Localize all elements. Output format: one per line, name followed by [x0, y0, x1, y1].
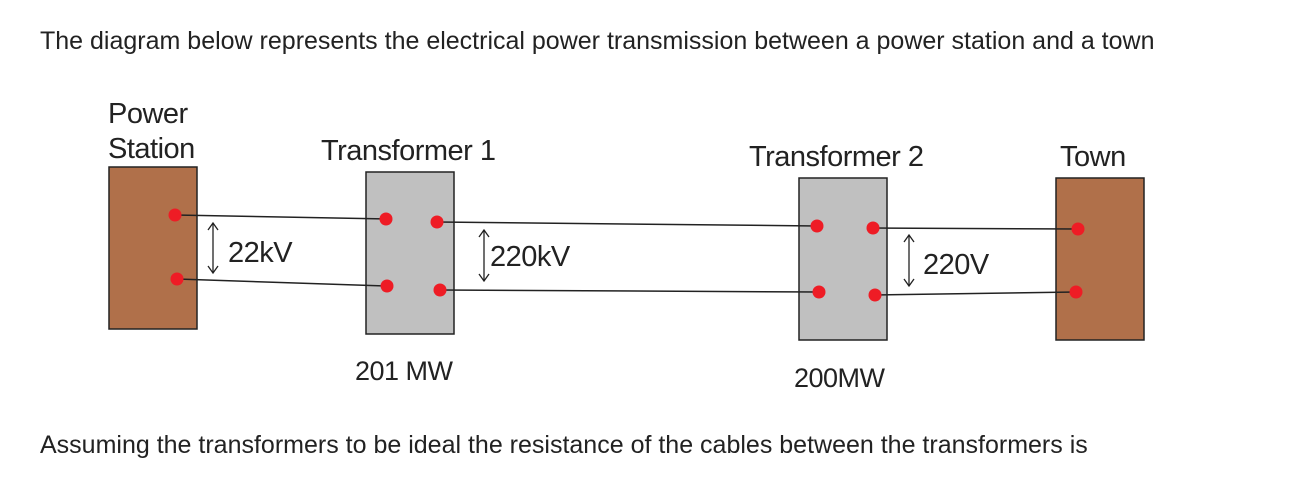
cable-t2-town-bottom	[874, 291, 1077, 296]
voltage-arrow-220v	[903, 233, 915, 288]
transformer-1-power-label: 201 MW	[355, 356, 454, 386]
transformer-2-box	[798, 177, 888, 341]
voltage-arrow-220kv	[478, 228, 490, 283]
town-box	[1055, 177, 1145, 341]
terminal-dot	[379, 212, 393, 226]
transformer-1-label: Transformer 1	[321, 135, 496, 167]
terminal-dot	[868, 288, 882, 302]
power-station-box	[108, 166, 198, 330]
terminal-dot	[812, 285, 826, 299]
terminal-dot	[1069, 285, 1083, 299]
cable-t1-t2-bottom	[439, 289, 820, 293]
voltage-label-22kv: 22kV	[228, 237, 293, 269]
voltage-label-220kv: 220kV	[490, 241, 571, 273]
terminal-dot	[433, 283, 447, 297]
voltage-arrow-22kv	[207, 221, 219, 275]
voltage-label-220v: 220V	[923, 249, 990, 281]
terminal-dot	[810, 219, 824, 233]
question-intro: The diagram below represents the electri…	[40, 27, 1155, 55]
town-label: Town	[1060, 141, 1126, 173]
cables	[174, 214, 1079, 296]
question-prompt: Assuming the transformers to be ideal th…	[40, 431, 1088, 459]
cable-station-t1-bottom	[176, 278, 388, 287]
terminal-dot	[380, 279, 394, 293]
cable-t1-t2-top	[436, 221, 818, 227]
transformer-1-box	[365, 171, 455, 335]
terminal-dot	[866, 221, 880, 235]
terminals	[168, 208, 1085, 302]
terminal-dot	[170, 272, 184, 286]
power-station-label-line2: Station	[108, 133, 195, 165]
voltage-arrows	[207, 221, 915, 288]
terminal-dot	[168, 208, 182, 222]
terminal-dot	[430, 215, 444, 229]
cable-station-t1-top	[174, 214, 387, 220]
power-station-label-line1: Power	[108, 98, 189, 130]
transformer-2-label: Transformer 2	[749, 141, 924, 173]
terminal-dot	[1071, 222, 1085, 236]
cable-t2-town-top	[872, 227, 1079, 230]
transformer-2-power-label: 200MW	[794, 363, 886, 393]
